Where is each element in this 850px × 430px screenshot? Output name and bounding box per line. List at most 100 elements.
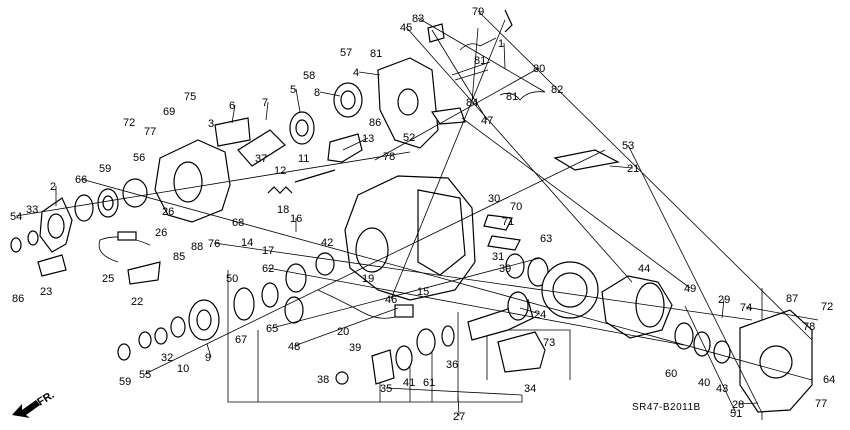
callout-48: 48 xyxy=(288,341,300,353)
callout-56: 56 xyxy=(133,152,145,164)
callout-77: 77 xyxy=(815,398,827,410)
callout-30: 30 xyxy=(488,193,500,205)
leader-line-83 xyxy=(417,17,546,93)
seal-62 xyxy=(674,322,694,350)
callout-63: 63 xyxy=(540,233,552,245)
callout-43: 43 xyxy=(716,383,728,395)
bearing-60-inner xyxy=(102,195,114,211)
callout-26: 26 xyxy=(162,206,174,218)
leader-line-55 xyxy=(144,149,606,375)
leader-line-28 xyxy=(737,402,759,405)
callout-10: 10 xyxy=(177,363,189,375)
callout-31: 31 xyxy=(492,251,504,263)
callout-61: 61 xyxy=(423,377,435,389)
nut-57 xyxy=(138,331,152,349)
leader-line-6 xyxy=(231,104,236,124)
callout-25: 25 xyxy=(102,273,114,285)
connector-47 xyxy=(427,23,445,43)
hose-84 xyxy=(459,37,497,51)
callout-60: 60 xyxy=(665,368,677,380)
rear-cover-bore xyxy=(173,161,203,203)
callout-22: 22 xyxy=(131,296,143,308)
callout-15: 15 xyxy=(417,286,429,298)
callout-87: 87 xyxy=(786,293,798,305)
bearing-68 xyxy=(261,282,279,308)
callout-18: 18 xyxy=(277,204,289,216)
leader-line-74 xyxy=(745,306,819,321)
bracket-23 xyxy=(37,254,67,277)
callout-13: 13 xyxy=(362,133,374,145)
leader-line-9 xyxy=(206,343,212,358)
leader-line-35 xyxy=(385,387,523,396)
shaft-7 xyxy=(237,129,286,167)
callout-2: 2 xyxy=(50,181,56,193)
callout-52: 52 xyxy=(403,132,415,144)
callout-86: 86 xyxy=(369,117,381,129)
callout-72: 72 xyxy=(123,117,135,129)
callout-38: 38 xyxy=(317,374,329,386)
callout-54: 54 xyxy=(10,211,22,223)
leader-line-45 xyxy=(405,26,633,283)
callout-32: 32 xyxy=(161,352,173,364)
callout-78: 78 xyxy=(383,151,395,163)
leader-line-62 xyxy=(267,267,685,346)
bearing-60 xyxy=(97,188,119,218)
callout-21: 21 xyxy=(627,163,639,175)
callout-3: 3 xyxy=(208,118,214,130)
bracket-31 xyxy=(487,235,521,251)
leader-line-76 xyxy=(213,242,753,321)
gear-9-inner xyxy=(196,309,212,331)
callout-17: 17 xyxy=(262,245,274,257)
callout-77: 77 xyxy=(144,126,156,138)
callout-4: 4 xyxy=(353,67,359,79)
callout-74: 74 xyxy=(740,302,752,314)
bearing-50 xyxy=(284,296,304,324)
callout-45: 45 xyxy=(400,22,412,34)
leader-line-84 xyxy=(471,27,479,103)
callout-73: 73 xyxy=(543,337,555,349)
callout-36: 36 xyxy=(446,359,458,371)
gear-8 xyxy=(333,82,363,118)
rear-cover-right-bore xyxy=(759,345,793,379)
bracket-49 xyxy=(430,107,466,125)
differential-case-face xyxy=(635,282,665,328)
leader-line-13 xyxy=(342,137,369,151)
cover-plate-4-hole xyxy=(397,88,419,116)
leader-line-80 xyxy=(374,67,540,161)
clip-22 xyxy=(127,261,161,285)
callout-49: 49 xyxy=(684,283,696,295)
leader-line-54 xyxy=(15,151,411,217)
callout-81: 81 xyxy=(370,48,382,60)
callout-59: 59 xyxy=(99,163,111,175)
leader-line-79 xyxy=(477,10,813,341)
washer-33 xyxy=(154,327,168,345)
ring-37 xyxy=(441,325,455,347)
callout-53: 53 xyxy=(622,140,634,152)
callout-68: 68 xyxy=(232,217,244,229)
bolt-46 xyxy=(504,9,513,33)
leader-line-5 xyxy=(295,88,301,113)
main-housing-flange xyxy=(417,189,466,276)
leader-line-27 xyxy=(457,394,460,417)
callout-23: 23 xyxy=(40,286,52,298)
callout-80: 80 xyxy=(533,63,545,75)
callout-12: 12 xyxy=(274,165,286,177)
callout-66: 66 xyxy=(75,174,87,186)
leader-line-65 xyxy=(271,257,541,329)
leader-line-46 xyxy=(390,19,506,300)
fork-13 xyxy=(327,133,363,163)
leader-line-53 xyxy=(627,144,763,414)
callout-81: 81 xyxy=(506,91,518,103)
bracket-lines xyxy=(227,270,763,420)
bearing-67 xyxy=(74,194,94,222)
callout-84: 84 xyxy=(466,97,478,109)
callout-40: 40 xyxy=(698,377,710,389)
rear-cover xyxy=(154,139,231,223)
leader-line-4 xyxy=(358,71,381,76)
hose-83 xyxy=(499,91,546,101)
callout-79: 79 xyxy=(472,6,484,18)
leader-line-24 xyxy=(519,307,541,315)
callout-50: 50 xyxy=(226,273,238,285)
flange-cap xyxy=(39,197,73,253)
